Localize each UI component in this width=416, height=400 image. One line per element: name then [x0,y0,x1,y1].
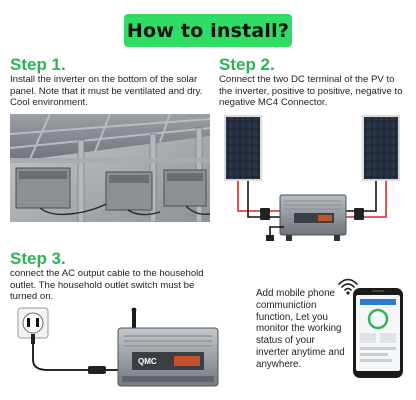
smartphone-image [352,287,404,379]
step-1-heading: Step 1. [10,55,66,74]
inverter-unit [279,194,347,241]
title-banner: How to install? [124,14,292,47]
page-title: How to install? [126,19,290,42]
wifi-note-text: Add mobile phone communiction function, … [256,288,345,370]
step-1-text: Install the inverter on the bottom of th… [10,74,203,109]
step-3-text: connect the AC output cable to the house… [10,268,204,303]
solar-panel-right [362,115,400,181]
step-2-diagram [222,113,412,243]
step-2-text: Connect the two DC terminal of the PV to… [219,74,403,109]
wifi-icon [337,276,359,296]
inverter-unit-wifi: QMC [117,327,219,387]
brand-mark: QMC [138,357,157,366]
step-3-diagram: QMC [14,298,234,390]
step-2-heading: Step 2. [219,55,275,74]
step-3-heading: Step 3. [10,249,66,268]
antenna-icon [131,307,137,334]
solar-panel-left [224,115,262,181]
plug-icon [17,307,49,344]
step-1-photo [10,114,210,222]
